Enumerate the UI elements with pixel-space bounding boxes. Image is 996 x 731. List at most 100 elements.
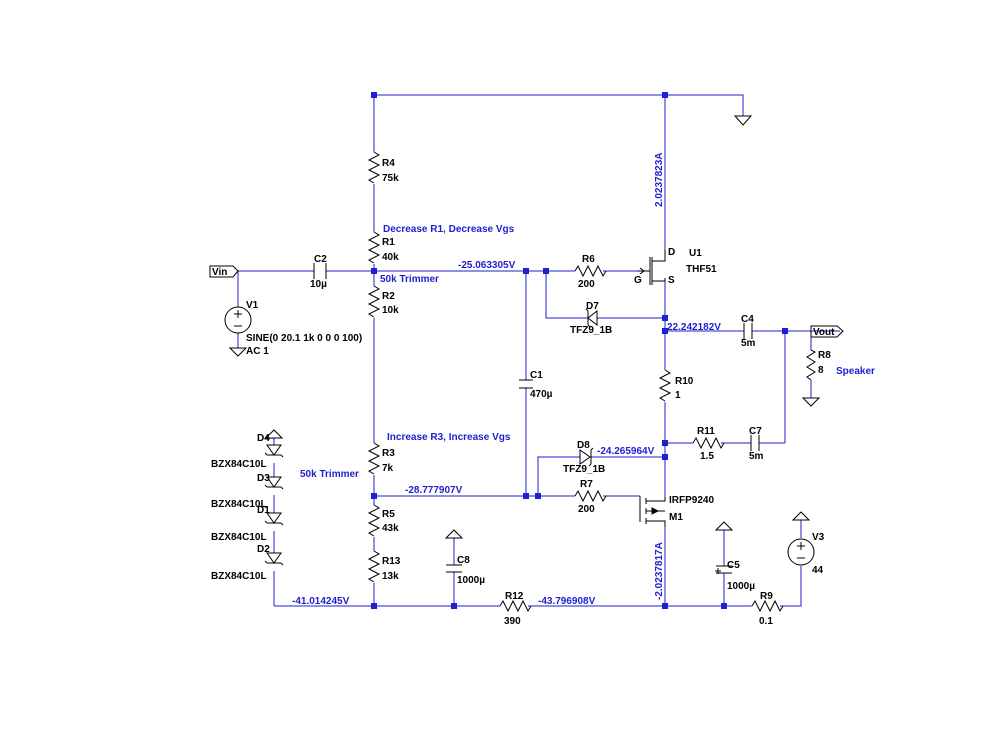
c8-name: C8 bbox=[457, 555, 470, 566]
ground-c8-icon bbox=[444, 529, 464, 539]
d8-symbol[interactable] bbox=[579, 447, 594, 467]
r8-value: 8 bbox=[818, 365, 824, 376]
d1-symbol[interactable] bbox=[264, 512, 284, 526]
r3-name: R3 bbox=[382, 448, 395, 459]
r10-symbol[interactable] bbox=[658, 369, 672, 402]
r13-symbol[interactable] bbox=[367, 550, 381, 583]
d1-value: BZX84C10L bbox=[211, 532, 267, 543]
c2-value: 10µ bbox=[310, 279, 327, 290]
probe-m1-source: -24.265964V bbox=[597, 446, 655, 457]
r7-name: R7 bbox=[580, 479, 593, 490]
decrease-note: Decrease R1, Decrease Vgs bbox=[383, 224, 515, 235]
v1-ac: AC 1 bbox=[246, 346, 269, 357]
u1-symbol[interactable] bbox=[638, 250, 666, 285]
c2-symbol[interactable] bbox=[313, 263, 327, 279]
d2-symbol[interactable] bbox=[264, 552, 284, 566]
r2-symbol[interactable] bbox=[367, 285, 381, 318]
r12-symbol[interactable] bbox=[499, 599, 532, 613]
probe-drain-current: 2.0237823A bbox=[654, 153, 665, 208]
ground-speaker-icon bbox=[801, 397, 821, 407]
r9-name: R9 bbox=[760, 591, 773, 602]
r9-symbol[interactable] bbox=[751, 599, 784, 613]
vout-port[interactable] bbox=[810, 325, 844, 338]
ground-v3-icon bbox=[791, 511, 811, 521]
r10-value: 1 bbox=[675, 390, 681, 401]
v1-name: V1 bbox=[246, 300, 259, 311]
u1-name: U1 bbox=[689, 248, 702, 259]
r9-value: 0.1 bbox=[759, 616, 773, 627]
trimmer-bottom-note: 50k Trimmer bbox=[300, 469, 359, 480]
probe-source: 22.242182V bbox=[667, 322, 721, 333]
r4-value: 75k bbox=[382, 173, 399, 184]
r7-symbol[interactable] bbox=[574, 489, 607, 503]
d3-name: D3 bbox=[257, 473, 270, 484]
r6-symbol[interactable] bbox=[574, 264, 607, 278]
r8-name: R8 bbox=[818, 350, 831, 361]
c5-name: C5 bbox=[727, 560, 740, 571]
c7-value: 5m bbox=[749, 451, 764, 462]
r3-value: 7k bbox=[382, 463, 394, 474]
v3-value: 44 bbox=[812, 565, 824, 576]
r5-name: R5 bbox=[382, 509, 395, 520]
r4-symbol[interactable] bbox=[367, 151, 381, 184]
u1-pin-s: S bbox=[668, 275, 675, 286]
c1-value: 470µ bbox=[530, 389, 553, 400]
r4-name: R4 bbox=[382, 158, 395, 169]
ground-d4-icon bbox=[264, 429, 284, 439]
r2-value: 10k bbox=[382, 305, 399, 316]
junctions bbox=[371, 92, 788, 609]
v1-symbol[interactable] bbox=[224, 306, 252, 334]
v1-value: SINE(0 20.1 1k 0 0 0 100) bbox=[246, 333, 362, 344]
vout-label: Vout bbox=[813, 327, 835, 338]
c8-symbol[interactable] bbox=[446, 564, 462, 573]
probe-gate-top: -25.063305V bbox=[458, 260, 516, 271]
ground-v1-icon bbox=[228, 347, 248, 357]
r6-value: 200 bbox=[578, 279, 595, 290]
v3-name: V3 bbox=[812, 532, 825, 543]
d1-name: D1 bbox=[257, 505, 270, 516]
d7-symbol[interactable] bbox=[585, 308, 598, 328]
wires bbox=[237, 94, 840, 607]
c8-value: 1000µ bbox=[457, 575, 485, 586]
c4-symbol[interactable] bbox=[743, 323, 753, 339]
r12-name: R12 bbox=[505, 591, 524, 602]
r5-symbol[interactable] bbox=[367, 504, 381, 537]
increase-note: Increase R3, Increase Vgs bbox=[387, 432, 511, 443]
vin-port[interactable] bbox=[209, 265, 239, 278]
u1-pin-g: G bbox=[634, 275, 642, 286]
d8-value: TFZ9_1B bbox=[563, 464, 605, 475]
m1-symbol[interactable] bbox=[639, 496, 666, 527]
v3-symbol[interactable] bbox=[787, 538, 815, 566]
d3-symbol[interactable] bbox=[264, 476, 284, 490]
d4-value: BZX84C10L bbox=[211, 459, 267, 470]
c2-name: C2 bbox=[314, 254, 327, 265]
r8-symbol[interactable] bbox=[806, 349, 817, 381]
ground-top-icon bbox=[733, 115, 753, 126]
r1-symbol[interactable] bbox=[367, 231, 381, 264]
r1-name: R1 bbox=[382, 237, 395, 248]
c4-name: C4 bbox=[741, 314, 754, 325]
r11-name: R11 bbox=[697, 426, 715, 437]
c7-symbol[interactable] bbox=[750, 435, 760, 451]
d4-symbol[interactable] bbox=[264, 444, 284, 458]
r11-symbol[interactable] bbox=[692, 436, 725, 450]
m1-name: M1 bbox=[669, 512, 683, 523]
d8-name: D8 bbox=[577, 440, 590, 451]
d7-name: D7 bbox=[586, 301, 599, 312]
r10-name: R10 bbox=[675, 376, 694, 387]
r5-value: 43k bbox=[382, 523, 399, 534]
r6-name: R6 bbox=[582, 254, 595, 265]
d2-name: D2 bbox=[257, 544, 270, 555]
probe-zener: -41.014245V bbox=[292, 596, 350, 607]
d3-value: BZX84C10L bbox=[211, 499, 267, 510]
u1-pin-d: D bbox=[668, 247, 675, 258]
vin-label: Vin bbox=[212, 267, 227, 278]
m1-value: IRFP9240 bbox=[669, 495, 714, 506]
probe-gate-bottom: -28.777907V bbox=[405, 485, 463, 496]
c5-symbol[interactable] bbox=[715, 565, 732, 574]
r3-symbol[interactable] bbox=[367, 442, 381, 475]
c1-symbol[interactable] bbox=[519, 379, 533, 389]
r12-value: 390 bbox=[504, 616, 521, 627]
r1-value: 40k bbox=[382, 252, 399, 263]
speaker-note: Speaker bbox=[836, 366, 875, 377]
